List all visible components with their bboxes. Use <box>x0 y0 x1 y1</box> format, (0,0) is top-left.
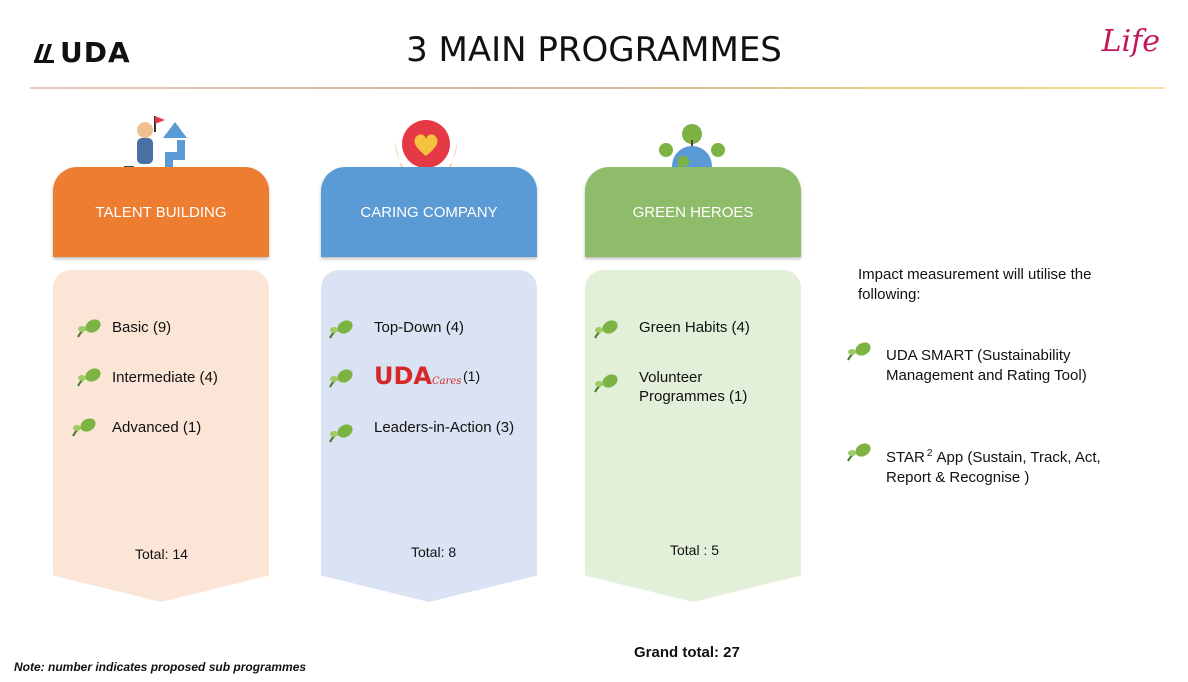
header-divider <box>30 87 1165 89</box>
logo-text: UDA <box>60 36 131 69</box>
caring-company-body <box>321 270 537 602</box>
list-item: Basic (9) <box>112 319 172 336</box>
leaf-icon <box>72 418 96 437</box>
talent-building-label: TALENT BUILDING <box>95 203 227 221</box>
leaf-icon <box>329 320 353 339</box>
green-heroes-label: GREEN HEROES <box>632 203 754 221</box>
uda-cares-logo-small: Cares <box>431 376 462 387</box>
uda-logo-mark-icon <box>34 44 54 63</box>
page-title: 3 MAIN PROGRAMMES <box>406 30 782 70</box>
star-label: STAR <box>886 449 925 466</box>
uda-logo: UDA <box>32 36 131 69</box>
leaf-icon <box>77 319 101 338</box>
caring-company-total: Total: 8 <box>411 544 457 560</box>
list-item: (1) <box>463 368 481 384</box>
leaf-icon <box>329 369 353 388</box>
leaf-icon <box>594 374 618 393</box>
star-superscript: 2 <box>926 448 933 459</box>
star-app-text: App (Sustain, Track, Act, Report & Recog… <box>886 449 1101 486</box>
green-heroes-total: Total : 5 <box>670 542 720 558</box>
leaf-icon <box>847 342 871 361</box>
list-item: Green Habits (4) <box>639 319 750 336</box>
life-logo: Life <box>1101 24 1160 59</box>
list-item: Volunteer Programmes (1) <box>639 369 748 405</box>
caring-company-header: CARING COMPANY <box>321 167 537 257</box>
list-item: Leaders-in-Action (3) <box>374 419 515 436</box>
leaf-icon <box>77 368 101 387</box>
list-item: Top-Down (4) <box>374 319 465 336</box>
caring-company-label: CARING COMPANY <box>360 203 498 221</box>
talent-building-header: TALENT BUILDING <box>53 167 269 257</box>
list-item: Intermediate (4) <box>112 369 218 386</box>
list-item: Advanced (1) <box>112 419 202 436</box>
grand-total: Grand total: 27 <box>634 644 740 661</box>
green-heroes-header: GREEN HEROES <box>585 167 801 257</box>
impact-heading: Impact measurement will utilise the foll… <box>858 266 1092 303</box>
uda-cares-logo-text: UDA <box>374 362 432 390</box>
leaf-icon <box>847 443 871 462</box>
talent-building-total: Total: 14 <box>135 546 188 562</box>
green-heroes-body <box>585 270 801 602</box>
uda-cares-logo: UDACares <box>374 362 461 390</box>
leaf-icon <box>329 424 353 443</box>
impact-item-uda-smart: UDA SMART (Sustainability Management and… <box>886 347 1087 384</box>
footnote: Note: number indicates proposed sub prog… <box>14 660 307 674</box>
leaf-icon <box>594 320 618 339</box>
